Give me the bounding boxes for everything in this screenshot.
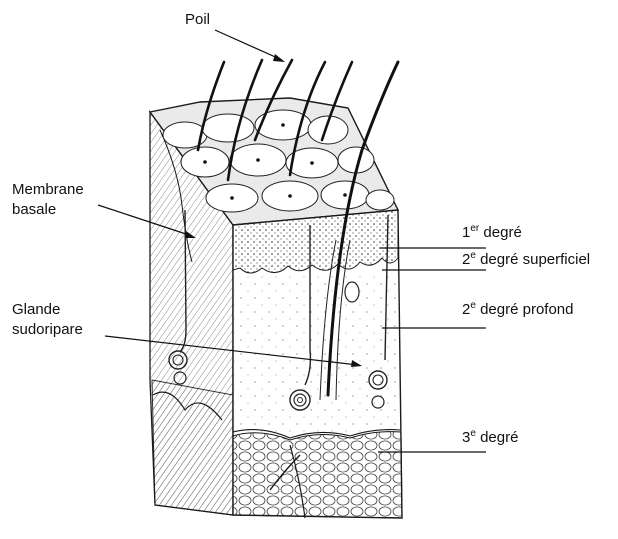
label-degree-2-superficiel: 2e degré superficiel bbox=[462, 250, 590, 269]
degree-2p-superscript: e bbox=[470, 300, 476, 311]
degree-1-text: degré bbox=[483, 224, 521, 241]
degree-1-superscript: er bbox=[470, 223, 479, 234]
label-degree-3: 3e degré bbox=[462, 428, 518, 447]
label-membrane-basale-line2: basale bbox=[12, 200, 56, 219]
label-glande-line1: Glande bbox=[12, 300, 60, 319]
degree-2s-superscript: e bbox=[470, 250, 476, 261]
front-face bbox=[233, 210, 402, 518]
label-poil: Poil bbox=[185, 10, 210, 29]
label-membrane-basale-line1: Membrane bbox=[12, 180, 84, 199]
degree-2s-text: degré superficiel bbox=[480, 251, 590, 268]
degree-3-text: degré bbox=[480, 429, 518, 446]
label-glande-line2: sudoripare bbox=[12, 320, 83, 339]
label-degree-2-profond: 2e degré profond bbox=[462, 300, 573, 319]
degree-3-superscript: e bbox=[470, 428, 476, 439]
degree-2p-text: degré profond bbox=[480, 301, 573, 318]
label-degree-1: 1er degré bbox=[462, 223, 522, 242]
